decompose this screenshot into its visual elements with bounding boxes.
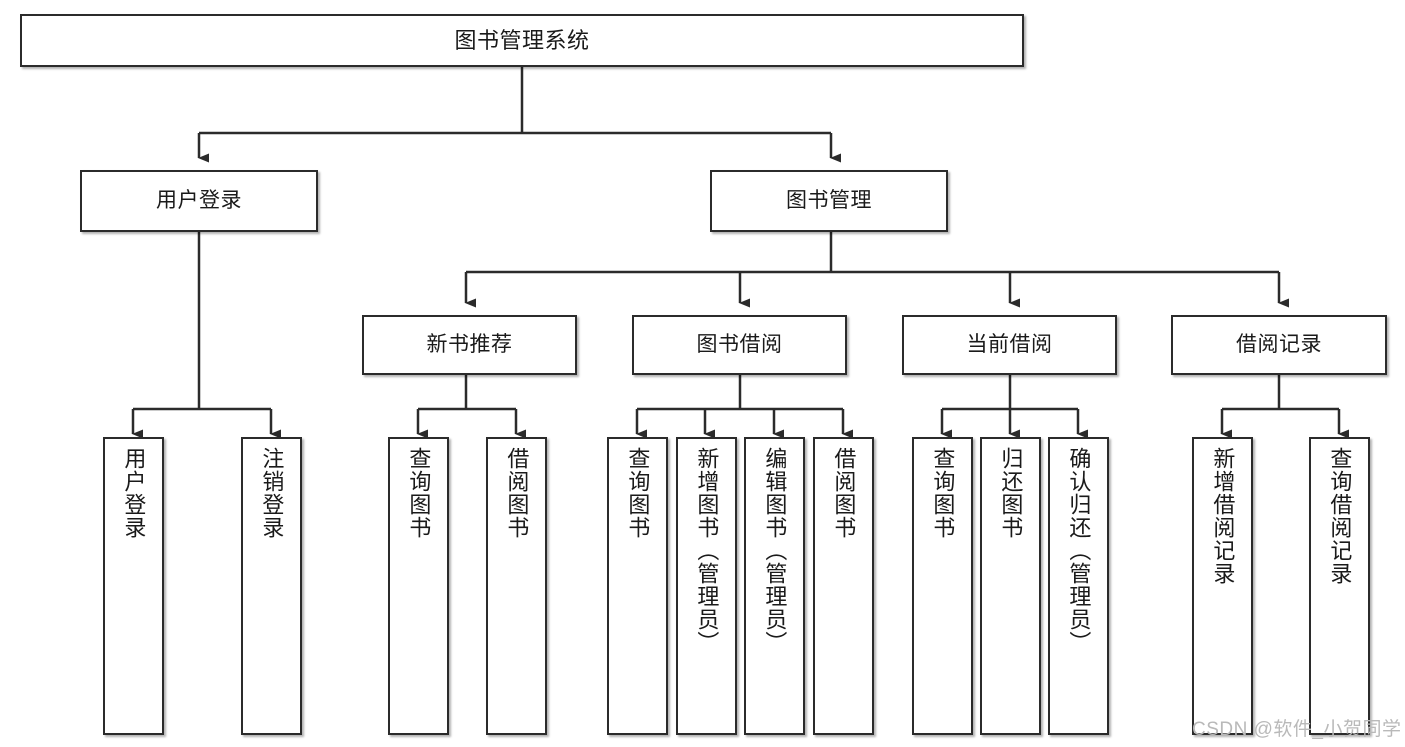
node-label: 当前借阅 (966, 332, 1053, 356)
node-label: 图书借阅 (696, 332, 783, 356)
node-label: 注销登录 (259, 447, 285, 539)
edge-currentborrow-to-leaves (940, 375, 1088, 439)
edge-bookborrow-to-leaves (635, 375, 853, 439)
node-current-borrow[interactable]: 当前借阅 (902, 315, 1117, 375)
node-label: 图书管理 (786, 188, 872, 212)
node-label: 查询借阅记录 (1327, 447, 1353, 585)
watermark-text: CSDN @软件_小贺同学 (1192, 719, 1402, 740)
node-label: 新增图书（管理员） (694, 447, 720, 654)
node-label: 新书推荐 (426, 332, 513, 356)
node-new-book-recommend[interactable]: 新书推荐 (362, 315, 577, 375)
node-leaf-confirm-return[interactable]: 确认归还（管理员） (1048, 437, 1109, 735)
node-label: 用户登录 (156, 188, 242, 212)
node-leaf-borrow-book-2[interactable]: 借阅图书 (813, 437, 874, 735)
node-label: 确认归还（管理员） (1066, 447, 1092, 654)
node-book-borrow[interactable]: 图书借阅 (632, 315, 847, 375)
node-label: 编辑图书（管理员） (762, 447, 788, 654)
node-label: 图书管理系统 (454, 27, 590, 53)
node-label: 查询图书 (930, 447, 956, 539)
node-book-manage[interactable]: 图书管理 (710, 170, 948, 232)
node-leaf-borrow-book-1[interactable]: 借阅图书 (486, 437, 547, 735)
node-leaf-user-login[interactable]: 用户登录 (103, 437, 164, 735)
node-leaf-query-record[interactable]: 查询借阅记录 (1309, 437, 1370, 735)
node-leaf-query-book-2[interactable]: 查询图书 (607, 437, 668, 735)
node-label: 归还图书 (998, 447, 1024, 539)
edge-userlogin-to-leaves (131, 232, 281, 439)
node-leaf-query-book-3[interactable]: 查询图书 (912, 437, 973, 735)
node-leaf-return-book[interactable]: 归还图书 (980, 437, 1041, 735)
node-label: 查询图书 (406, 447, 432, 539)
node-leaf-logout-login[interactable]: 注销登录 (241, 437, 302, 735)
node-label: 借阅记录 (1236, 332, 1322, 356)
node-label: 用户登录 (121, 447, 147, 539)
node-leaf-add-book[interactable]: 新增图书（管理员） (676, 437, 737, 735)
node-borrow-record[interactable]: 借阅记录 (1171, 315, 1387, 375)
node-leaf-add-record[interactable]: 新增借阅记录 (1192, 437, 1253, 735)
edge-root-to-level1 (197, 67, 841, 163)
node-label: 借阅图书 (504, 447, 530, 539)
node-label: 借阅图书 (831, 447, 857, 539)
node-leaf-query-book-1[interactable]: 查询图书 (388, 437, 449, 735)
node-label: 新增借阅记录 (1210, 447, 1236, 585)
edge-borrowrecord-to-leaves (1220, 375, 1349, 439)
node-label: 查询图书 (625, 447, 651, 539)
edge-newbook-to-leaves (416, 375, 526, 439)
node-leaf-edit-book[interactable]: 编辑图书（管理员） (744, 437, 805, 735)
node-root-system[interactable]: 图书管理系统 (20, 14, 1024, 67)
edge-bookmanage-to-level2 (464, 232, 1289, 308)
node-user-login[interactable]: 用户登录 (80, 170, 318, 232)
